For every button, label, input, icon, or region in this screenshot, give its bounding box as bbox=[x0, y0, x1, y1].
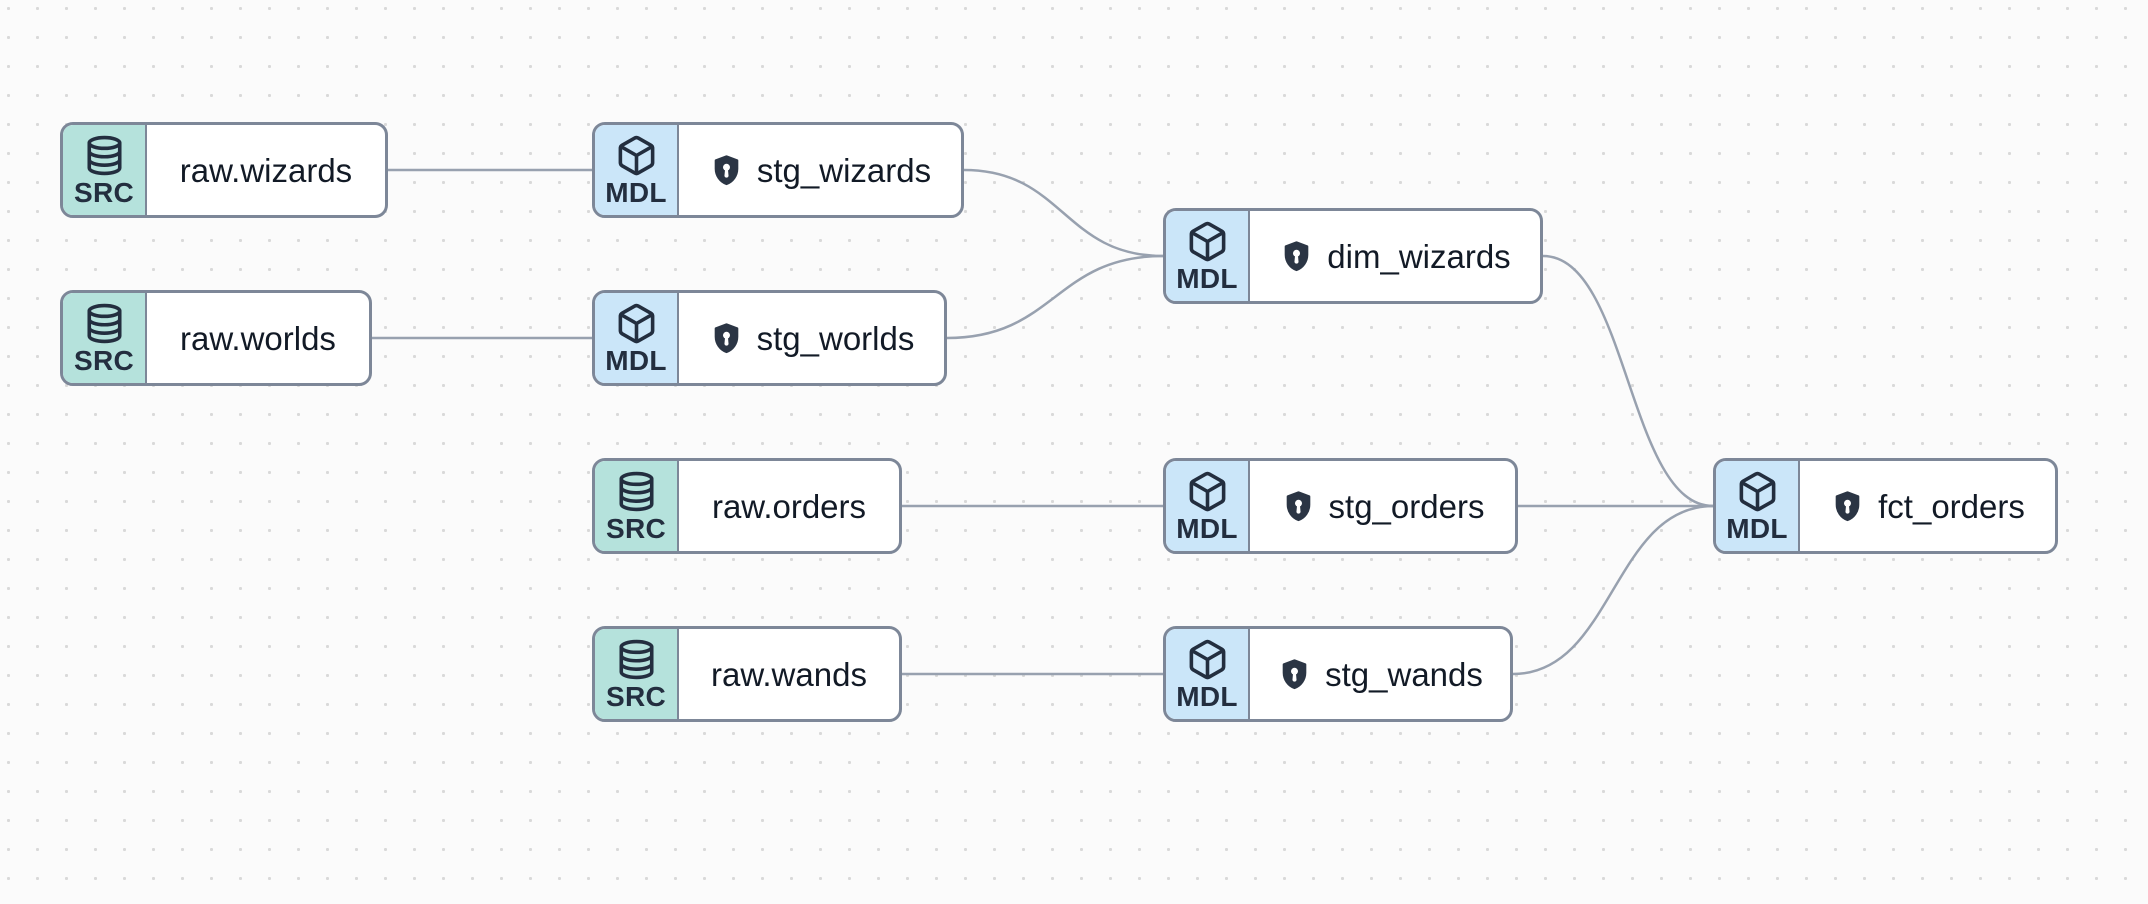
node-type-label: MDL bbox=[605, 176, 667, 208]
node-raw_wizards[interactable]: SRC raw.wizards bbox=[60, 122, 388, 218]
node-label: stg_wizards bbox=[756, 151, 932, 189]
node-body: raw.worlds bbox=[147, 293, 369, 383]
node-label: raw.orders bbox=[711, 487, 867, 525]
node-stg_orders[interactable]: MDL stg_orders bbox=[1163, 458, 1518, 554]
node-body: stg_orders bbox=[1250, 461, 1515, 551]
node-stg_wizards[interactable]: MDL stg_wizards bbox=[592, 122, 964, 218]
node-body: fct_orders bbox=[1800, 461, 2055, 551]
node-body: dim_wizards bbox=[1250, 211, 1540, 301]
node-type-label: SRC bbox=[605, 512, 667, 544]
node-type-badge: SRC bbox=[595, 461, 679, 551]
box-icon bbox=[1186, 638, 1229, 681]
node-fct_orders[interactable]: MDL fct_orders bbox=[1713, 458, 2058, 554]
database-icon bbox=[83, 302, 126, 345]
node-label: raw.worlds bbox=[180, 319, 336, 357]
node-type-badge: MDL bbox=[595, 125, 679, 215]
database-icon bbox=[615, 638, 658, 681]
node-body: stg_worlds bbox=[679, 293, 944, 383]
node-type-label: SRC bbox=[73, 344, 135, 376]
node-type-label: MDL bbox=[1176, 512, 1238, 544]
node-raw_worlds[interactable]: SRC raw.worlds bbox=[60, 290, 372, 386]
node-type-badge: MDL bbox=[595, 293, 679, 383]
node-label: raw.wands bbox=[711, 655, 867, 693]
database-icon bbox=[83, 134, 126, 177]
node-type-badge: MDL bbox=[1166, 629, 1250, 719]
box-icon bbox=[1736, 470, 1779, 513]
node-raw_wands[interactable]: SRC raw.wands bbox=[592, 626, 902, 722]
node-type-label: MDL bbox=[1176, 680, 1238, 712]
node-type-badge: SRC bbox=[63, 293, 147, 383]
node-dim_wizards[interactable]: MDL dim_wizards bbox=[1163, 208, 1543, 304]
box-icon bbox=[615, 134, 658, 177]
node-stg_worlds[interactable]: MDL stg_worlds bbox=[592, 290, 947, 386]
node-type-label: SRC bbox=[605, 680, 667, 712]
shield-lock-icon bbox=[1277, 657, 1312, 692]
shield-lock-icon bbox=[1279, 239, 1314, 274]
node-type-badge: MDL bbox=[1166, 461, 1250, 551]
node-label: stg_worlds bbox=[756, 319, 915, 357]
node-label: raw.wizards bbox=[179, 151, 353, 189]
node-type-badge: SRC bbox=[595, 629, 679, 719]
node-label: stg_wands bbox=[1325, 655, 1483, 693]
node-type-label: MDL bbox=[605, 344, 667, 376]
node-label: dim_wizards bbox=[1327, 237, 1511, 275]
node-body: stg_wizards bbox=[679, 125, 961, 215]
node-body: stg_wands bbox=[1250, 629, 1510, 719]
box-icon bbox=[1186, 470, 1229, 513]
edge-stg_wizards-to-dim_wizards bbox=[962, 168, 1165, 258]
edge-stg_worlds-to-dim_wizards bbox=[945, 254, 1165, 340]
node-body: raw.wands bbox=[679, 629, 899, 719]
shield-lock-icon bbox=[1830, 489, 1865, 524]
node-label: stg_orders bbox=[1328, 487, 1485, 525]
node-body: raw.wizards bbox=[147, 125, 385, 215]
database-icon bbox=[615, 470, 658, 513]
node-type-label: SRC bbox=[73, 176, 135, 208]
node-type-badge: MDL bbox=[1166, 211, 1250, 301]
shield-lock-icon bbox=[709, 153, 744, 188]
node-type-badge: MDL bbox=[1716, 461, 1800, 551]
node-label: fct_orders bbox=[1878, 487, 2025, 525]
shield-lock-icon bbox=[709, 321, 744, 356]
box-icon bbox=[1186, 220, 1229, 263]
node-stg_wands[interactable]: MDL stg_wands bbox=[1163, 626, 1513, 722]
edge-stg_wands-to-fct_orders bbox=[1511, 504, 1715, 676]
box-icon bbox=[615, 302, 658, 345]
edge-dim_wizards-to-fct_orders bbox=[1541, 254, 1715, 508]
shield-lock-icon bbox=[1281, 489, 1316, 524]
node-raw_orders[interactable]: SRC raw.orders bbox=[592, 458, 902, 554]
node-type-label: MDL bbox=[1726, 512, 1788, 544]
node-type-label: MDL bbox=[1176, 262, 1238, 294]
node-type-badge: SRC bbox=[63, 125, 147, 215]
node-body: raw.orders bbox=[679, 461, 899, 551]
